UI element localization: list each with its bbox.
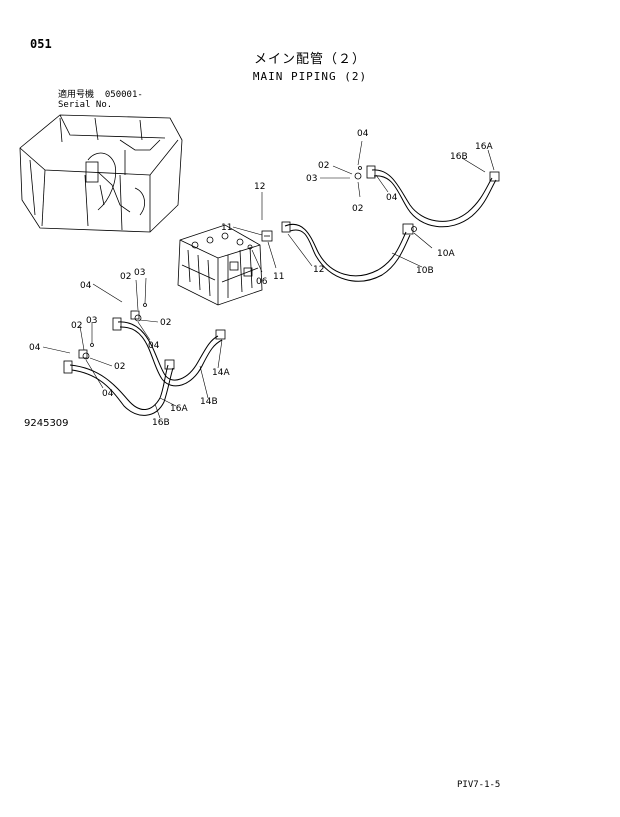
control-valve-block bbox=[177, 224, 263, 306]
callout-06: 06 bbox=[256, 277, 268, 287]
serial-label-japanese: 適用号機 bbox=[58, 90, 95, 100]
callout-04-b: 04 bbox=[148, 341, 160, 351]
callout-02-c: 02 bbox=[71, 321, 82, 331]
callout-12-top: 12 bbox=[254, 182, 265, 192]
hose-16-bottom bbox=[63, 359, 175, 416]
callout-11-bottom: 11 bbox=[273, 272, 284, 282]
hose-14 bbox=[112, 317, 226, 387]
callout-11-left: 11 bbox=[221, 223, 232, 233]
left-fittings bbox=[78, 303, 147, 360]
callout-03-top: 03 bbox=[306, 174, 317, 184]
footer-page-code: PIV7-1-5 bbox=[457, 780, 501, 790]
hose-10 bbox=[281, 221, 417, 282]
illustration-id: 9245309 bbox=[24, 418, 69, 429]
callout-10B: 10B bbox=[416, 266, 434, 276]
page-title-japanese: メイン配管（２） bbox=[253, 52, 366, 67]
hose-16-top bbox=[354, 165, 500, 228]
callout-16B-top: 16B bbox=[450, 152, 468, 162]
callout-02-top: 02 bbox=[318, 161, 329, 171]
callout-02-a: 02 bbox=[120, 272, 131, 282]
callout-16B-bottom: 16B bbox=[152, 418, 170, 428]
callout-03-a: 03 bbox=[134, 268, 145, 278]
callout-12-bottom: 12 bbox=[313, 265, 324, 275]
callout-04-d: 04 bbox=[102, 389, 114, 399]
fitting-11 bbox=[247, 230, 273, 250]
serial-label-english: Serial No. bbox=[58, 100, 113, 111]
callout-02-b: 02 bbox=[160, 318, 171, 328]
callout-14A: 14A bbox=[212, 368, 230, 378]
callout-10A: 10A bbox=[437, 249, 455, 259]
callout-04-mid: 04 bbox=[386, 193, 398, 203]
callout-04-c: 04 bbox=[29, 343, 41, 353]
callout-03-c: 03 bbox=[86, 316, 97, 326]
callout-16A-bottom: 16A bbox=[170, 404, 188, 414]
callout-labels: 04 02 03 02 04 16B 16A 12 11 06 11 12 10… bbox=[29, 129, 493, 428]
leader-lines bbox=[42, 140, 495, 419]
callout-16A-top: 16A bbox=[475, 142, 493, 152]
serial-value: 050001- bbox=[104, 90, 143, 100]
callout-02-d: 02 bbox=[114, 362, 125, 372]
machine-overview-sketch bbox=[19, 114, 183, 233]
page-number: 051 bbox=[30, 37, 52, 51]
callout-04-top: 04 bbox=[357, 129, 369, 139]
page-title-english: MAIN PIPING (2) bbox=[252, 70, 368, 83]
serial-applicability: 適用号機 050001- Serial No. bbox=[58, 90, 143, 111]
callout-04-a: 04 bbox=[80, 281, 92, 291]
callout-14B: 14B bbox=[200, 397, 218, 407]
callout-02-mid: 02 bbox=[352, 204, 363, 214]
